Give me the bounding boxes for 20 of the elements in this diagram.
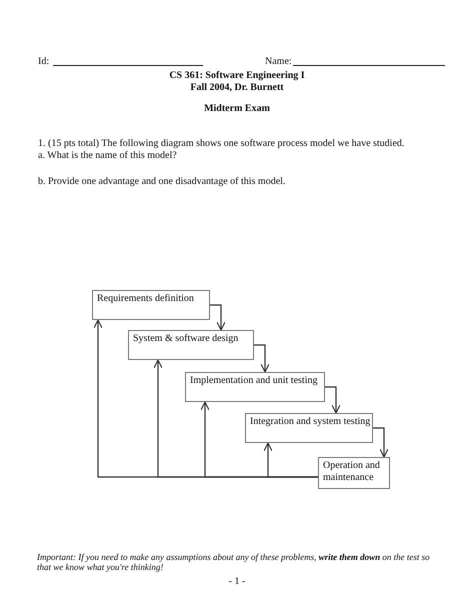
arrow: [263, 442, 318, 478]
process-box: Integration and system testing: [245, 413, 373, 443]
process-box: System & software design: [128, 330, 254, 360]
field-label: Id:: [38, 56, 50, 68]
question-text: a. What is the name of this model?: [38, 150, 177, 162]
arrow: [373, 427, 389, 458]
arrow: [254, 344, 270, 373]
note-text: Important: If you need to make any assumptions about any of these problems, write them down on the test so that we know what you're thinking!: [37, 552, 431, 572]
title: CS 361: Software Engineering I: [168, 70, 306, 82]
arrow: [210, 304, 226, 331]
page-number: - 1 -: [228, 576, 246, 588]
subtitle: Fall 2004, Dr. Burnett: [189, 82, 285, 94]
heading: Midterm Exam: [203, 103, 271, 115]
field-label: Name:: [265, 56, 292, 68]
process-box: Requirements definition: [92, 290, 210, 320]
question-text: 1. (15 pts total) The following diagram shows one software process model we have studied.: [38, 138, 404, 150]
question-text: b. Provide one advantage and one disadvantage of this model.: [38, 176, 286, 188]
arrow: [325, 386, 341, 414]
process-box: Implementation and unit testing: [185, 372, 325, 402]
process-box: Operation and maintenance: [318, 457, 390, 489]
